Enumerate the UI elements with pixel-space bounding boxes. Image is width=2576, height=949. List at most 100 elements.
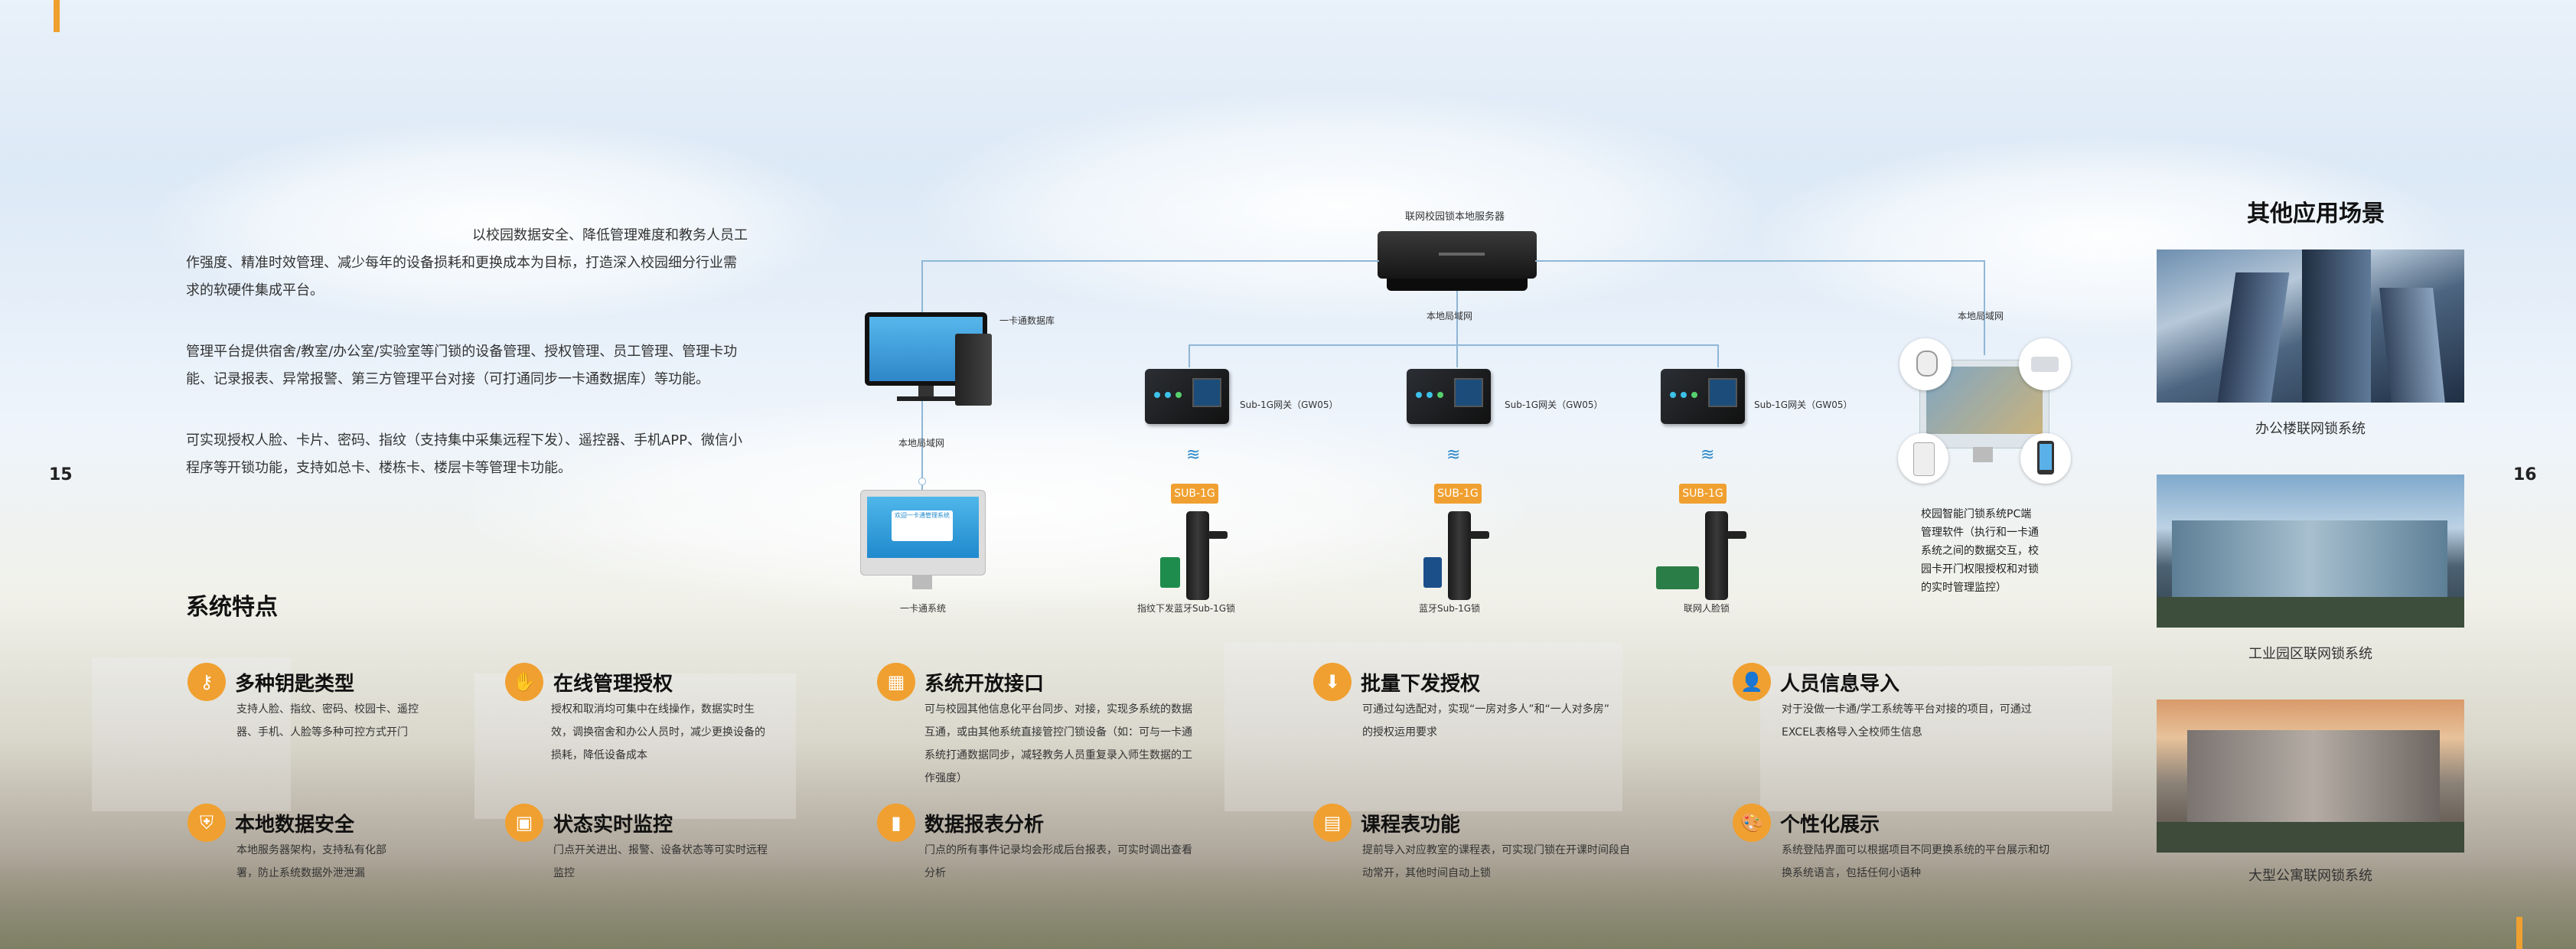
feature-description: 可通过勾选配对，实现“一房对多人”和“一人对多房” 的授权运用要求 [1362,698,1684,744]
pc-desc-line: 校园智能门锁系统PC端 [1921,508,2032,520]
lock-label: 指纹下发蓝牙Sub-1G锁 [1137,603,1236,614]
feature-title: 在线管理授权 [553,673,673,696]
camera-device-icon [1899,338,1952,390]
sub-1g-badge: SUB-1G [1434,484,1482,504]
feature-title: 状态实时监控 [553,814,673,836]
intro-line: 可实现授权人脸、卡片、密码、指纹（支持集中采集远程下发）、遥控器、手机APP、微… [186,432,743,448]
feature-title: 本地数据安全 [235,814,355,836]
calendar-icon: ▤ [1313,804,1352,842]
palette-icon: 🎨 [1733,804,1771,842]
pc-tower-image [955,334,992,406]
feature-line: 分析 [924,867,946,879]
feature-description: 本地服务器架构，支持私有化部 署，防止系统数据外泄泄漏 [236,839,466,885]
feature-line: 可通过勾选配对，实现“一房对多人”和“一人对多房” [1362,703,1610,716]
lan-label: 本地局域网 [1427,311,1473,321]
feature-description: 可与校园其他信息化平台同步、对接，实现多系统的数据 互通，或由其他系统直接管控门… [924,698,1246,790]
shield-icon: ⛨ [187,804,226,842]
fingerprint-reader-image [1160,557,1180,588]
feature-title: 批量下发授权 [1361,673,1481,696]
background-building [1224,643,1622,811]
feature-line: 监控 [553,867,575,879]
pc-desc-line: 的实时管理监控） [1921,582,2007,594]
feature-line: EXCEL表格导入全校师生信息 [1782,726,1922,739]
feature-line: 器、手机、人脸等多种可控方式开门 [236,726,408,739]
intro-text: 以校园数据安全、降低管理难度和教务人员工 作强度、精准时效管理、减少每年的设备损… [186,222,768,482]
feature-description: 支持人脸、指纹、密码、校园卡、遥控 器、手机、人脸等多种可控方式开门 [236,698,466,744]
feature-line: 提前导入对应教室的课程表，可实现门锁在开课时间段自 [1362,844,1630,856]
feature-title: 数据报表分析 [924,814,1045,836]
feature-line: 作强度） [924,772,967,784]
intro-line: 以校园数据安全、降低管理难度和教务人员工 [472,227,748,243]
server-label: 联网校园锁本地服务器 [1405,211,1505,223]
grass-foreground [0,857,2576,949]
cloud [918,92,1760,321]
pc-desc-line: 园卡开门权限授权和对锁 [1921,563,2039,576]
apartment-photo [2157,700,2464,853]
feature-line: 损耗，降低设备成本 [551,749,647,761]
feature-line: 门点开关进出、报警、设备状态等可实时远程 [553,844,768,856]
pc-desc-line: 系统之间的数据交互，校 [1921,545,2039,557]
corner-tag [2516,917,2522,949]
feature-line: 互通，或由其他系统直接管控门锁设备（如：可与一卡通 [924,726,1192,739]
scenario-caption: 工业园区联网锁系统 [2248,646,2372,662]
card-system-monitor-image: 欢迎一卡通管理系统 [860,490,986,576]
wifi-icon: ≋ [1446,445,1461,465]
feature-description: 门点的所有事件记录均会形成后台报表，可实时调出查看 分析 [924,839,1246,885]
person-icon: 👤 [1733,663,1771,701]
intro-line: 程序等开锁功能，支持如总卡、楼栋卡、楼层卡等管理卡功能。 [186,460,572,476]
face-terminal-icon [1898,433,1948,484]
feature-line: 系统登陆界面可以根据项目不同更换系统的平台展示和切 [1782,844,2049,856]
feature-line: 可与校园其他信息化平台同步、对接，实现多系统的数据 [924,703,1192,716]
feature-title: 人员信息导入 [1780,673,1900,696]
feature-line: 授权和取消均可集中在线操作，数据实时生 [551,703,755,716]
scenario-caption: 办公楼联网锁系统 [2255,421,2366,437]
feature-line: 系统打通数据同步，减轻教务人员重复录入师生数据的工 [924,749,1192,761]
feature-line: 署，防止系统数据外泄泄漏 [236,867,365,879]
feature-description: 提前导入对应教室的课程表，可实现门锁在开课时间段自 动常开，其他时间自动上锁 [1362,839,1684,885]
feature-line: 支持人脸、指纹、密码、校园卡、遥控 [236,703,419,716]
gateway-device-image [1661,369,1745,424]
gateway-device-image [1407,369,1491,424]
feature-title: 多种钥匙类型 [235,673,355,696]
page-number-left: 15 [49,465,73,484]
door-lock-image [1186,511,1228,600]
industrial-park-photo [2157,475,2464,628]
gateway-label: Sub-1G网关（GW05） [1754,399,1853,410]
feature-title: 系统开放接口 [924,673,1045,696]
corner-tag [54,0,60,32]
intro-line: 作强度、精准时效管理、减少每年的设备损耗和更换成本为目标，打造深入校园细分行业需 [186,255,737,271]
door-lock-image [1705,511,1746,600]
feature-title: 个性化展示 [1780,814,1880,836]
page-number-right: 16 [2513,465,2537,484]
lan-label: 本地局域网 [1958,311,2004,321]
sub-1g-badge: SUB-1G [1679,484,1727,504]
feature-line: 对于没做一卡通/学工系统等平台对接的项目，可通过 [1782,703,2032,716]
feature-line: 的授权运用要求 [1362,726,1437,739]
wifi-icon: ≋ [1700,445,1715,465]
wifi-icon: ≋ [1186,445,1201,465]
face-module-image [1656,566,1699,589]
other-scenarios-title: 其他应用场景 [2247,201,2385,227]
router-device-icon [2019,338,2071,390]
card-system-label: 一卡通系统 [900,603,947,614]
features-title: 系统特点 [186,594,278,621]
lock-label: 蓝牙Sub-1G锁 [1419,603,1481,614]
monitor-screen-text: 欢迎一卡通管理系统 [892,510,953,541]
office-building-photo [2157,249,2464,403]
feature-line: 效，调换宿舍和办公人员时，减少更换设备的 [551,726,765,739]
feature-line: 动常开，其他时间自动上锁 [1362,867,1491,879]
download-icon: ⬇ [1313,663,1352,701]
store-icon: ▦ [877,663,915,701]
cloud [153,122,842,321]
feature-description: 系统登陆界面可以根据项目不同更换系统的平台展示和切 换系统语言，包括任何小语种 [1782,839,2103,885]
door-lock-image [1448,511,1489,600]
feature-line: 门点的所有事件记录均会形成后台报表，可实时调出查看 [924,844,1192,856]
intro-line: 管理平台提供宿舍/教室/办公室/实验室等门锁的设备管理、授权管理、员工管理、管理… [186,344,738,360]
card-db-label: 一卡通数据库 [999,315,1055,326]
pc-desc-line: 管理软件（执行和一卡通 [1921,527,2039,539]
gateway-label: Sub-1G网关（GW05） [1505,399,1603,410]
background-building [1760,666,2112,811]
intro-line: 求的软硬件集成平台。 [186,282,324,298]
feature-line: 换系统语言，包括任何小语种 [1782,867,1921,879]
